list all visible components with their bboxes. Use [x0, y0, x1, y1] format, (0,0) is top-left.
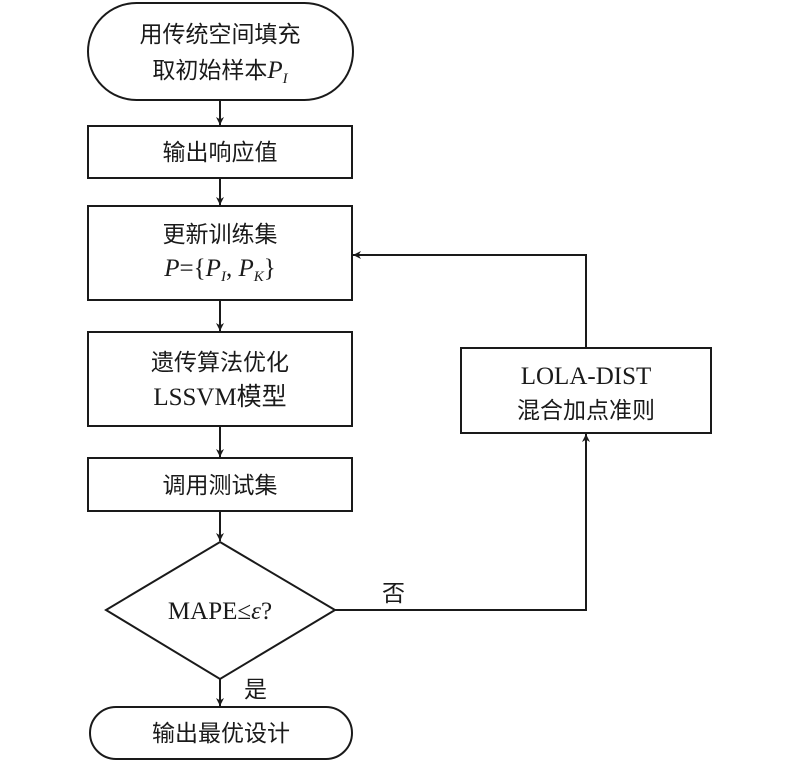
end-label: 输出最优设计: [152, 721, 290, 747]
edge-label-no: 否: [382, 581, 405, 607]
training-set-formula: P={PI, PK}: [163, 255, 275, 285]
ga-optimize-line1: 遗传算法优化: [151, 350, 289, 376]
output-response-box: 输出响应值: [87, 125, 353, 179]
lola-line2: 混合加点准则: [517, 398, 655, 424]
ga-optimize-box: 遗传算法优化 LSSVM模型: [87, 331, 353, 427]
output-response-label: 输出响应值: [163, 140, 278, 166]
update-training-label: 更新训练集: [163, 222, 278, 248]
decision-label: MAPE≤ε?: [168, 598, 272, 625]
call-test-box: 调用测试集: [87, 457, 353, 512]
connectors: [216, 100, 590, 706]
start-line2: 取初始样本PI: [152, 57, 288, 87]
update-training-box: 更新训练集 P={PI, PK}: [87, 205, 353, 301]
edge-lola-to-update: [353, 251, 587, 348]
edge-decision-to-lola: [335, 434, 590, 611]
ga-optimize-line2: LSSVM模型: [153, 383, 286, 411]
end-terminal: 输出最优设计: [89, 706, 353, 760]
decision-diamond: MAPE≤ε?: [104, 540, 337, 681]
lola-line1: LOLA-DIST: [521, 363, 652, 390]
start-line1: 用传统空间填充: [140, 22, 301, 48]
lola-dist-box: LOLA-DIST 混合加点准则: [460, 347, 712, 434]
edge-label-yes: 是: [244, 677, 267, 703]
call-test-label: 调用测试集: [163, 473, 278, 499]
start-terminal: 用传统空间填充 取初始样本PI: [87, 2, 354, 101]
